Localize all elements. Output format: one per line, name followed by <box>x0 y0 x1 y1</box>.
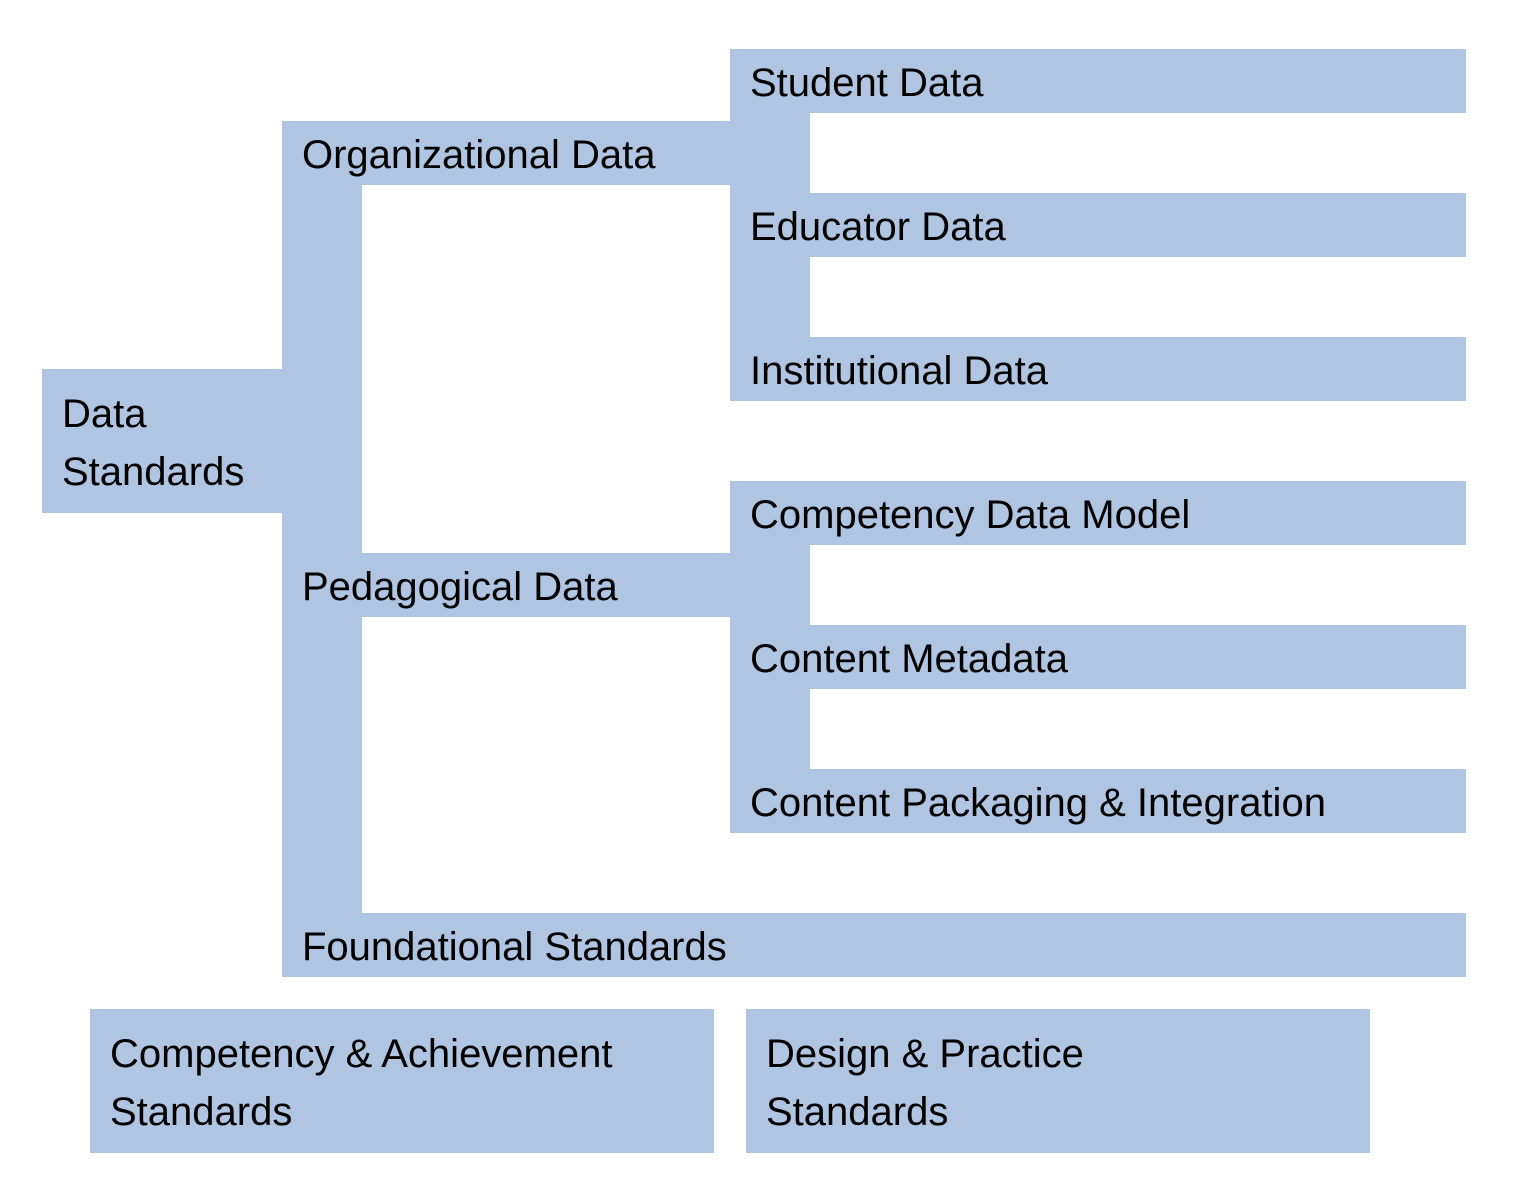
institutional-data-label: Institutional Data <box>750 349 1048 393</box>
root-node-box <box>42 369 282 513</box>
content-packaging-label: Content Packaging & Integration <box>750 781 1326 825</box>
organizational-data-bar <box>282 121 810 185</box>
content-metadata-label: Content Metadata <box>750 637 1068 681</box>
design-practice-line2: Standards <box>766 1090 949 1134</box>
content-metadata-bar <box>730 625 1466 689</box>
competency-achievement-box <box>90 1009 714 1153</box>
educator-data-label: Educator Data <box>750 205 1006 249</box>
institutional-data-bar <box>730 337 1466 401</box>
competency-achievement-line1: Competency & Achievement <box>110 1032 613 1076</box>
competency-data-model-label: Competency Data Model <box>750 493 1191 537</box>
root-node-label: Data Standards <box>62 385 244 501</box>
content-packaging-bar <box>730 769 1466 833</box>
design-practice-box <box>746 1009 1370 1153</box>
competency-achievement-label: Competency & Achievement Standards <box>110 1025 612 1141</box>
competency-data-model-bar <box>730 481 1466 545</box>
student-data-bar <box>730 49 1466 113</box>
pedagogical-data-bar <box>282 553 810 617</box>
design-practice-line1: Design & Practice <box>766 1032 1084 1076</box>
student-data-label: Student Data <box>750 61 984 105</box>
design-practice-label: Design & Practice Standards <box>766 1025 1084 1141</box>
foundational-standards-label: Foundational Standards <box>302 925 727 969</box>
organizational-data-label: Organizational Data <box>302 133 656 177</box>
foundational-standards-bar <box>282 913 1466 977</box>
root-node-line2: Standards <box>62 450 245 494</box>
competency-achievement-line2: Standards <box>110 1090 293 1134</box>
root-node-line1: Data <box>62 392 147 436</box>
pedagogical-data-label: Pedagogical Data <box>302 565 618 609</box>
educator-data-bar <box>730 193 1466 257</box>
root-spine-connector <box>282 121 362 977</box>
